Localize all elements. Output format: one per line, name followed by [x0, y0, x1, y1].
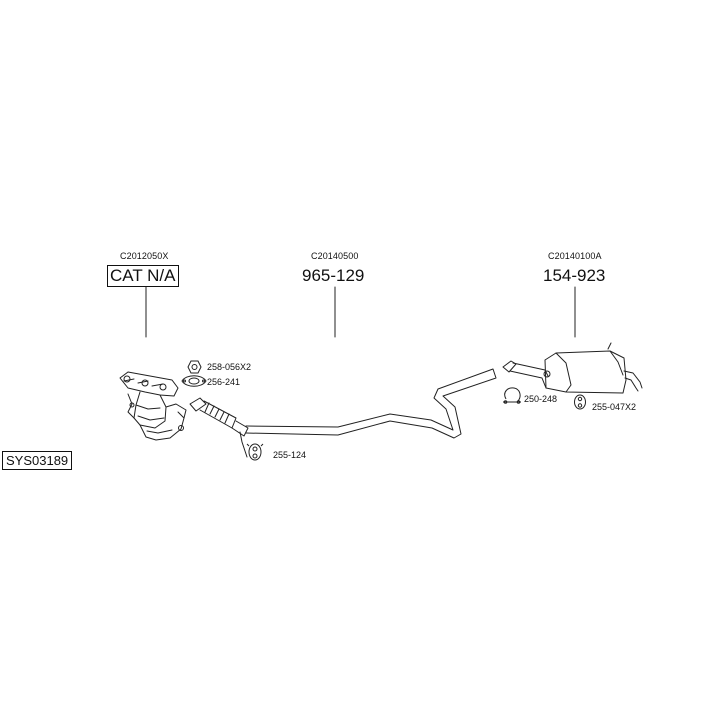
ref-code-middle-pipe: C20140500	[311, 251, 359, 261]
rear-silencer-drawing	[502, 342, 643, 394]
catalytic-converter-drawing	[119, 371, 187, 441]
nut-icon	[187, 360, 202, 374]
rubber-mount-icon	[246, 443, 264, 461]
accessory-label-rubber-ring: 255-047X2	[592, 402, 637, 412]
system-code: SYS03189	[2, 451, 73, 470]
part-number-rear-silencer: 154-923	[543, 266, 606, 285]
pipe-clamp-icon	[503, 387, 521, 404]
part-number-catalyst: CAT N/A	[107, 265, 179, 287]
part-number-middle-pipe: 965-129	[302, 266, 365, 285]
ref-code-catalyst: C2012050X	[120, 251, 169, 261]
gasket-icon	[181, 375, 207, 387]
rubber-ring-icon	[574, 394, 586, 410]
accessory-label-pipe-clamp: 250-248	[524, 394, 558, 404]
flex-pipe-drawing	[189, 397, 249, 437]
accessory-label-gasket: 256-241	[207, 377, 241, 387]
accessory-label-rubber-mount: 255-124	[273, 450, 307, 460]
middle-pipe-drawing	[245, 368, 497, 439]
ref-code-rear-silencer: C20140100A	[548, 251, 602, 261]
accessory-label-nut: 258-056X2	[207, 362, 252, 372]
